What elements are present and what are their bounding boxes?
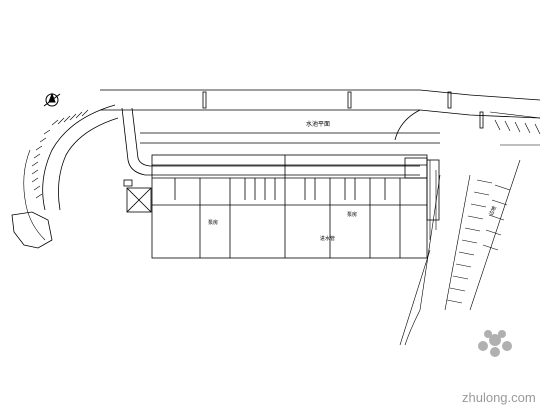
access-road-curve xyxy=(42,104,420,211)
left-slope-hatching xyxy=(23,109,89,241)
drawing-title-label: 水池平面 xyxy=(306,120,330,128)
pipe-label: 进水管 xyxy=(320,235,335,242)
right-slope-hatching xyxy=(399,111,541,346)
main-building xyxy=(151,154,440,259)
room-label-right: 泵房 xyxy=(347,211,357,218)
boundary-road xyxy=(100,89,541,144)
slope-label-right: 边坡 xyxy=(487,205,498,217)
room-label-left: 泵房 xyxy=(208,219,218,226)
gatehouse xyxy=(123,179,152,213)
left-outbuilding xyxy=(11,211,53,249)
watermark-logo-icon xyxy=(478,330,512,357)
watermark-text: zhulong.com xyxy=(462,390,536,405)
north-arrow-icon xyxy=(43,92,61,107)
right-edge-lines xyxy=(429,160,437,240)
